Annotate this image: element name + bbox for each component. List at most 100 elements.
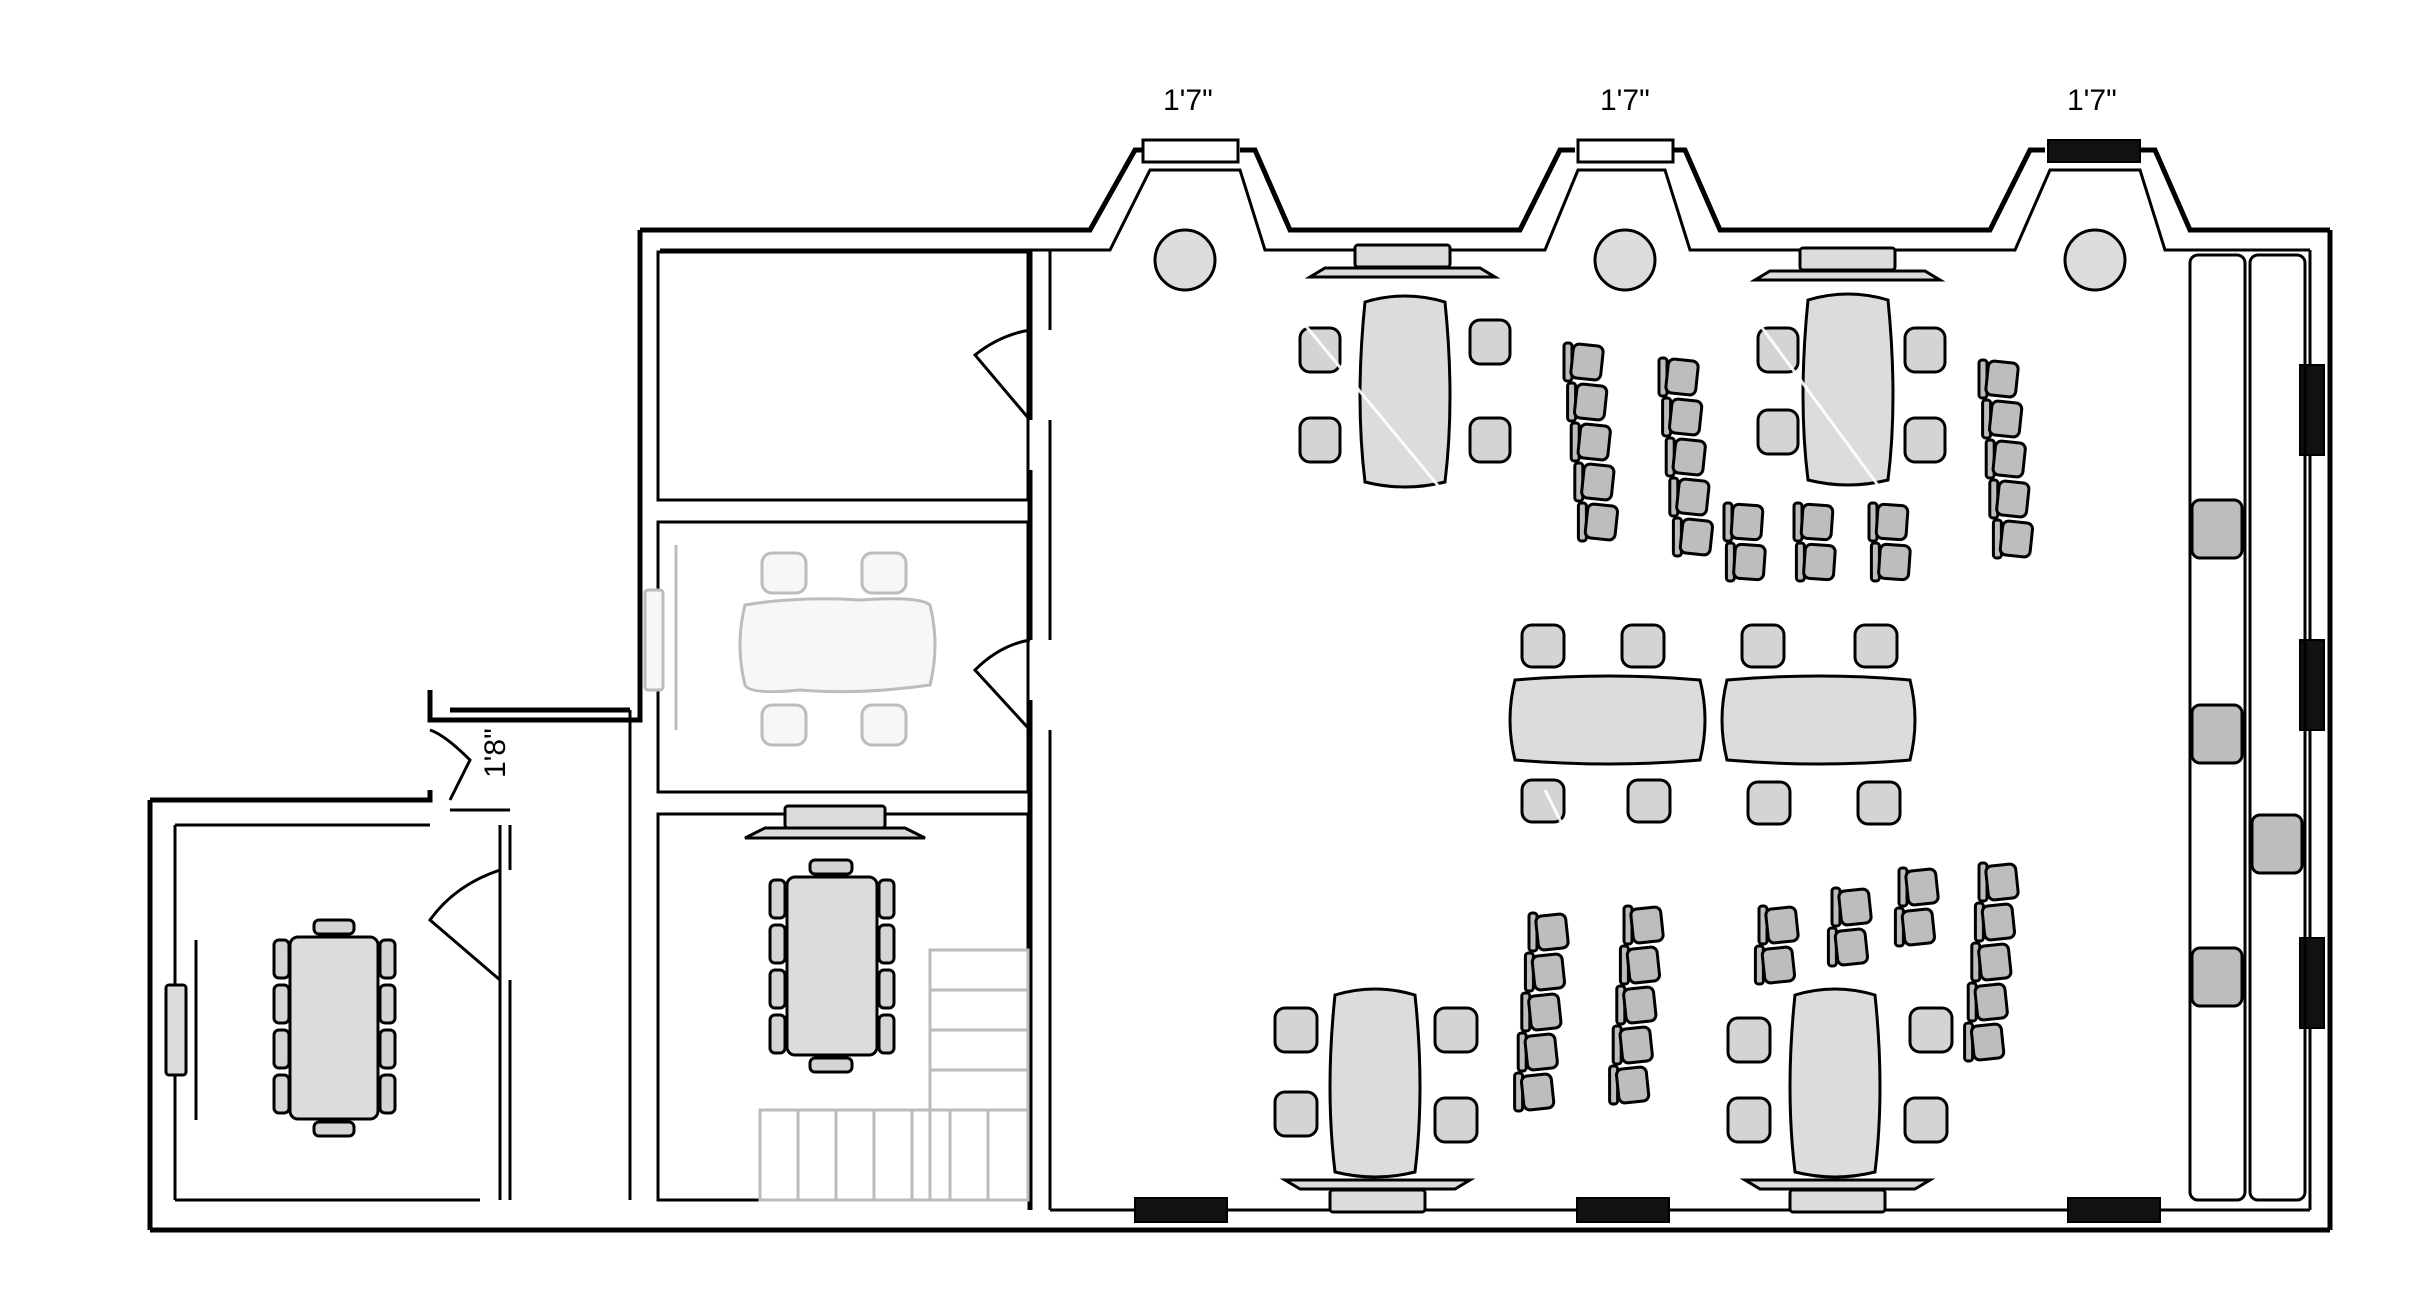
conference-room-left [164, 918, 397, 1138]
tv-screen-icon [744, 804, 926, 840]
chair-icon [760, 703, 808, 747]
cushion [2190, 498, 2244, 560]
table-icon [1788, 987, 1882, 1179]
dimension-labels: 1'7" 1'7" 1'7" 1'8" [479, 84, 2117, 778]
window-icon [1576, 138, 1675, 164]
chair-icon [768, 923, 787, 965]
column-icon [2063, 228, 2127, 292]
tv-screen-icon [1304, 243, 1501, 279]
table-icon [1720, 674, 1917, 766]
chair-icon [860, 551, 908, 595]
tv-screen-icon [1739, 1178, 1936, 1214]
row-seating [1513, 341, 2035, 1113]
chair-icon [272, 1028, 291, 1070]
table-icon [785, 875, 879, 1057]
chair-icon [877, 1013, 896, 1055]
chair-icon [1903, 326, 1947, 374]
chair-icon [1987, 399, 2024, 439]
main-room-chairs [1273, 318, 1954, 1144]
chair-icon [1667, 397, 1704, 437]
table-icon [1801, 292, 1895, 487]
stairs-icon [758, 948, 1030, 1202]
chair-icon [1746, 780, 1792, 826]
door-swing-icon [429, 728, 472, 801]
chair-icon [1903, 416, 1947, 464]
wall-benches [2188, 253, 2307, 1202]
chair-icon [877, 923, 896, 965]
bay-window-2-width: 1'7" [1600, 84, 1650, 117]
chair-icon [1625, 945, 1662, 985]
chair-icon [378, 983, 397, 1025]
column-icon [1153, 228, 1217, 292]
bay-window-1-width: 1'7" [1163, 84, 1213, 117]
chair-icon [1678, 517, 1715, 557]
chair-icon [1576, 422, 1612, 462]
chair-icon [808, 858, 854, 876]
chair-icon [808, 1056, 854, 1074]
ghost-meeting-set [643, 545, 937, 747]
chair-icon [760, 551, 808, 595]
chair-icon [1984, 359, 2020, 399]
window-icon [2047, 139, 2141, 163]
chair-icon [1900, 907, 1937, 947]
chair-icon [1998, 519, 2035, 559]
chair-icon [1468, 416, 1512, 464]
tv-screen-icon [643, 588, 665, 692]
chair-icon [1977, 942, 2013, 982]
chair-icon [1614, 1065, 1651, 1105]
chair-icon [1904, 867, 1940, 907]
chair-icon [1802, 542, 1837, 582]
chair-icon [1991, 439, 2027, 479]
chair-icon [1726, 1096, 1772, 1144]
chair-icon [272, 1073, 291, 1115]
glare-streaks [1303, 324, 1882, 831]
chair-icon [272, 983, 291, 1025]
door-swing-icon [972, 328, 1032, 421]
chair-icon [877, 878, 896, 920]
columns [1153, 228, 2127, 292]
cushion [2190, 703, 2244, 765]
chair-icon [1799, 502, 1835, 542]
chair-icon [1980, 902, 2017, 942]
window-icon [2067, 1197, 2161, 1223]
chair-icon [1629, 905, 1665, 945]
chair-icon [1675, 477, 1711, 517]
chair-icon [1433, 1006, 1479, 1054]
table-icon [288, 935, 380, 1121]
chair-icon [1969, 1022, 2006, 1062]
chair-icon [1298, 416, 1342, 464]
chair-icon [312, 1120, 356, 1138]
chair-icon [1903, 1096, 1949, 1144]
main-room-tables [1328, 292, 1917, 1179]
chair-icon [1273, 1090, 1319, 1138]
chair-icon [1273, 1006, 1319, 1054]
door-width-label: 1'8" [479, 728, 512, 778]
window-icon [1141, 138, 1240, 164]
chair-icon [1877, 542, 1912, 582]
chair-icon [1572, 382, 1609, 422]
chair-icon [1519, 1072, 1556, 1112]
chair-icon [1520, 778, 1566, 824]
chair-icon [1534, 912, 1570, 952]
chair-icon [1833, 927, 1870, 967]
column-icon [1593, 228, 1657, 292]
window-icon [1134, 1197, 1228, 1223]
table-icon [1358, 294, 1452, 489]
chair-icon [860, 703, 908, 747]
tv-screen-icon [1749, 246, 1946, 282]
chair-icon [378, 938, 397, 980]
chair-icon [1756, 408, 1800, 456]
chair-icon [1523, 1032, 1559, 1072]
chair-icon [1853, 623, 1899, 669]
window-icon [1576, 1197, 1670, 1223]
chair-icon [1973, 982, 2009, 1022]
chair-icon [1520, 623, 1566, 669]
chair-icon [1764, 905, 1800, 945]
chair-icon [378, 1028, 397, 1070]
chair-icon [1530, 952, 1567, 992]
chair-icon [1760, 945, 1797, 985]
table-icon [738, 597, 937, 694]
chair-icon [272, 938, 291, 980]
